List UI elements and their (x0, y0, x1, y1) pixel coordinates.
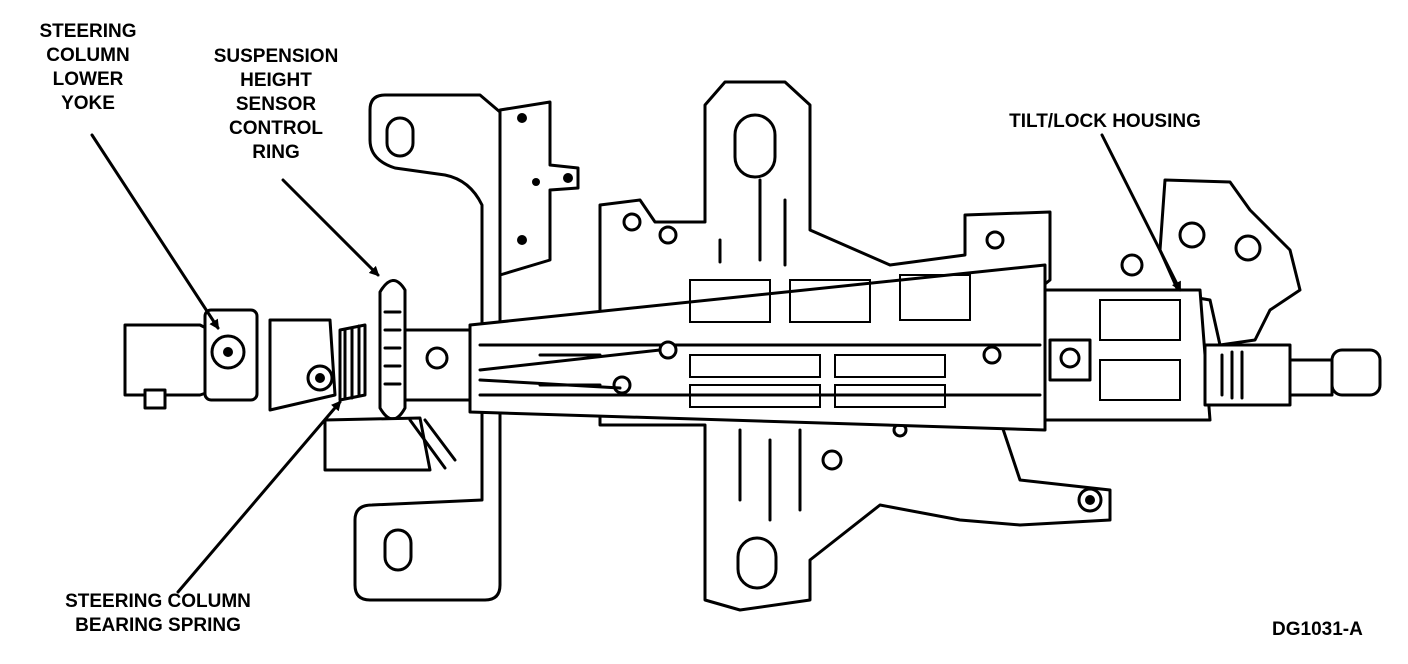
tilt-lock-housing (1043, 178, 1302, 422)
figure-id: DG1031-A (1272, 619, 1363, 640)
label-steering-column-bearing-spring: STEERING COLUMN BEARING SPRING (65, 591, 251, 636)
lower-mounting-bracket (353, 408, 502, 602)
lower-shaft-assembly (123, 279, 472, 472)
callout-arrow-tilt-lock (1100, 133, 1182, 292)
label-tilt-lock-housing: TILT/LOCK HOUSING (1009, 111, 1201, 132)
upper-shaft-end (1203, 343, 1382, 407)
callout-arrow-lower-yoke (90, 133, 220, 330)
label-suspension-height-sensor-control-ring: SUSPENSION HEIGHT SENSOR CONTROL RING (213, 46, 339, 163)
upper-mounting-bracket (368, 93, 580, 442)
callout-arrow-control-ring (281, 178, 380, 277)
callout-arrow-bearing-spring (176, 400, 342, 594)
column-tube (468, 263, 1047, 432)
label-steering-column-lower-yoke: STEERING COLUMN LOWER YOKE (39, 21, 137, 114)
